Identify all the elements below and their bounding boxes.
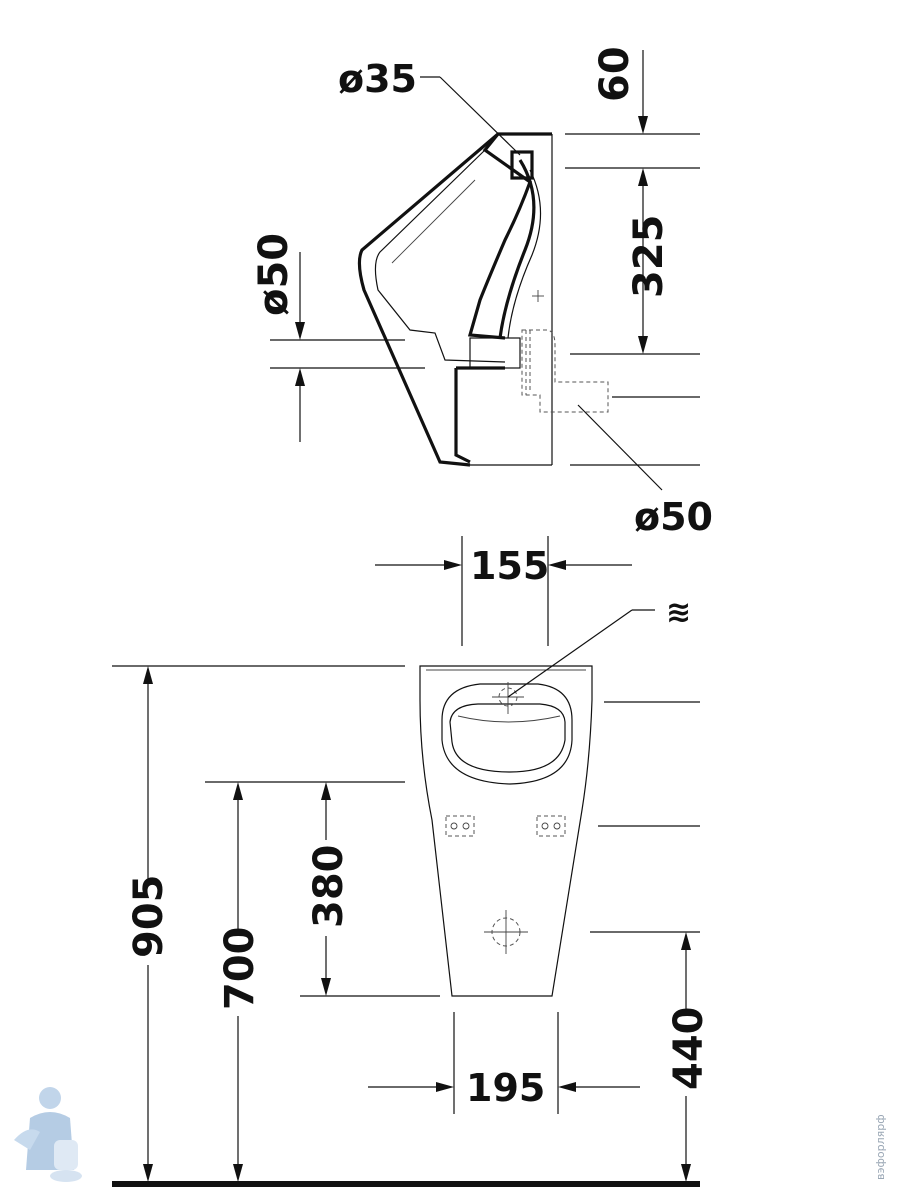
front-view-bowl-inner — [449, 703, 566, 773]
side-view-lower-chamber — [454, 366, 505, 464]
inlet-height-label: 325 — [626, 215, 672, 299]
side-view-siphon — [498, 159, 536, 339]
side-view-back-wall — [470, 134, 553, 466]
side-view-drain-connector — [521, 329, 609, 413]
top-offset-label: 60 — [592, 46, 638, 102]
plumber-logo — [14, 1087, 82, 1182]
mount-height-label: 700 — [217, 927, 263, 1011]
front-view-bowl-outer — [441, 683, 573, 785]
side-view-guide-line — [391, 179, 476, 264]
side-view-center-mark — [532, 290, 544, 302]
side-view-inner-rim — [374, 149, 506, 363]
front-view-bracket-right — [536, 815, 566, 837]
outlet-diameter-label: ø35 — [338, 57, 417, 101]
water-inlet-icon: ≋ — [666, 595, 691, 630]
front-view — [419, 665, 593, 997]
base-width-label: 195 — [466, 1066, 545, 1110]
side-view-inlet-pipe — [469, 337, 521, 369]
bracket-spacing-label: 380 — [306, 845, 352, 929]
side-view-bowl — [467, 132, 532, 340]
watermark-text: вэфорлярф — [874, 1114, 887, 1180]
front-view-dimensions: 155 ≋ 905 700 380 — [112, 536, 712, 1182]
front-view-drain-mark — [484, 910, 528, 954]
drain-height-label: 440 — [666, 1007, 712, 1091]
side-view-siphon-inner — [507, 169, 542, 339]
drain-diameter-label: ø50 — [634, 495, 713, 539]
side-view — [357, 132, 609, 467]
side-view-outline — [357, 132, 552, 467]
side-view-drain-connector-2 — [525, 330, 531, 395]
side-view-dimensions: ø35 60 325 ø50 ø50 — [251, 46, 713, 539]
front-view-outline — [419, 665, 593, 997]
front-view-bracket-left — [445, 815, 475, 837]
front-view-bowl-shelf — [457, 715, 561, 723]
front-view-inlet-mark — [492, 682, 524, 714]
side-view-inlet-fitting — [510, 150, 534, 180]
inlet-width-label: 155 — [470, 544, 549, 588]
inlet-diameter-label: ø50 — [251, 233, 297, 316]
total-height-label: 905 — [126, 875, 172, 959]
